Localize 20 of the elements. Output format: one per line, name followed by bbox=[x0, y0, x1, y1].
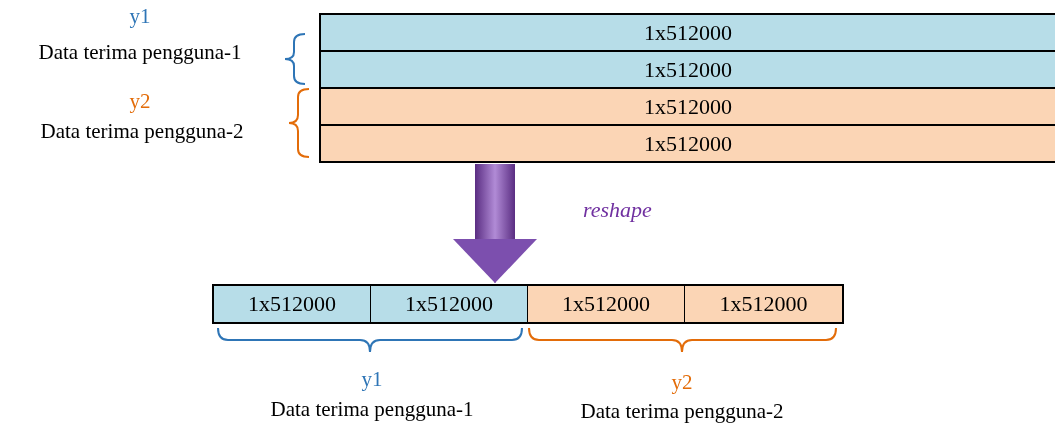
group-label: y2 bbox=[129, 89, 151, 114]
group-caption: Data terima pengguna-2 bbox=[580, 399, 784, 424]
edge-label: reshape bbox=[583, 197, 652, 223]
matrix-cell: 1x512000 bbox=[370, 285, 528, 323]
matrix-cell: 1x512000 bbox=[320, 125, 1055, 162]
matrix-cell: 1x512000 bbox=[527, 285, 685, 323]
group-caption: Data terima pengguna-1 bbox=[38, 40, 242, 65]
group-label: y1 bbox=[361, 367, 383, 392]
matrix-cell: 1x512000 bbox=[320, 88, 1055, 125]
matrix-cell: 1x512000 bbox=[684, 285, 843, 323]
group-label: y2 bbox=[671, 370, 693, 395]
block-arrow bbox=[453, 163, 537, 284]
group-caption: Data terima pengguna-1 bbox=[270, 397, 474, 422]
group-label: y1 bbox=[129, 4, 151, 29]
matrix-cell: 1x512000 bbox=[320, 14, 1055, 51]
data-table bbox=[319, 13, 1055, 163]
data-row bbox=[212, 284, 844, 324]
group-caption: Data terima pengguna-2 bbox=[40, 119, 244, 144]
matrix-cell: 1x512000 bbox=[213, 285, 371, 323]
matrix-cell: 1x512000 bbox=[320, 51, 1055, 88]
